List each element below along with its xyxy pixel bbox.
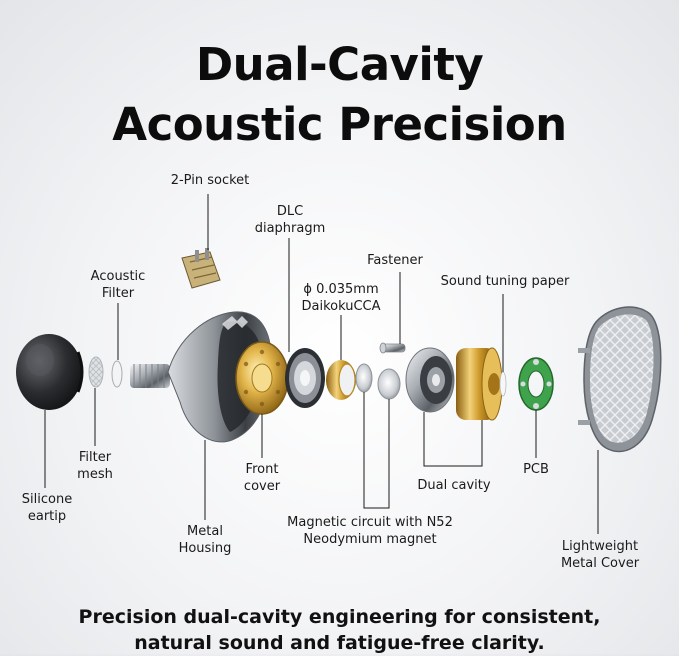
label-acoustic-filter-line-2: Filter: [101, 286, 135, 301]
label-acoustic-filter-line-1: Acoustic: [90, 269, 146, 284]
label-magnetic-line-2: Neodymium magnet: [303, 532, 437, 547]
cca-voice-coil: [326, 360, 356, 400]
label-dlc-line-1: DLC: [276, 204, 304, 219]
label-filter-mesh-line-2: mesh: [77, 467, 113, 482]
tagline-line-2: natural sound and fatigue-free clarity.: [134, 632, 545, 654]
dual-cavity-silver-cup: [405, 347, 455, 413]
sound-tuning-paper: [499, 371, 507, 397]
label-filter-mesh-line-1: Filter: [78, 450, 112, 465]
label-cover-line-1: Lightweight: [561, 539, 639, 554]
fastener: [379, 342, 406, 354]
label-front-cover-line-2: cover: [243, 479, 281, 494]
label-front-cover-line-1: Front: [245, 462, 279, 477]
lightweight-metal-cover: [578, 306, 662, 453]
label-magnetic-line-1: Magnetic circuit with N52: [287, 515, 453, 530]
title-line-1: Dual-Cavity: [195, 38, 484, 91]
leader-dual-cavity: [423, 412, 483, 467]
dlc-diaphragm: [285, 348, 325, 408]
magnetic-circuit: [355, 363, 401, 400]
filter-mesh: [88, 356, 104, 388]
label-housing-line-1: Metal: [187, 524, 223, 539]
two-pin-socket: [181, 248, 221, 289]
label-dual-cavity: Dual cavity: [417, 478, 491, 493]
label-dlc-line-2: diaphragm: [254, 221, 326, 236]
dual-cavity-gold-cylinder: [456, 347, 503, 421]
pcb-board: [518, 357, 554, 411]
label-fastener: Fastener: [367, 253, 423, 268]
label-eartip-line-1: Silicone: [21, 492, 73, 507]
label-2-pin-socket: 2-Pin socket: [170, 173, 250, 188]
label-cca-line-1: ϕ 0.035mm: [303, 282, 379, 297]
acoustic-filter: [111, 360, 123, 388]
label-sound-tuning-paper: Sound tuning paper: [440, 274, 570, 289]
silicone-eartip: [16, 334, 84, 410]
label-cca-line-2: DaikokuCCA: [301, 299, 381, 314]
label-eartip-line-2: eartip: [27, 509, 67, 524]
front-cover: [235, 341, 289, 415]
leader-magnetic: [363, 392, 390, 509]
leader-lines: [44, 194, 599, 534]
title-line-2: Acoustic Precision: [112, 98, 567, 151]
label-housing-line-2: Housing: [178, 541, 232, 556]
tagline-line-1: Precision dual-cavity engineering for co…: [78, 606, 601, 628]
label-pcb: PCB: [523, 462, 549, 477]
label-cover-line-2: Metal Cover: [560, 556, 640, 571]
